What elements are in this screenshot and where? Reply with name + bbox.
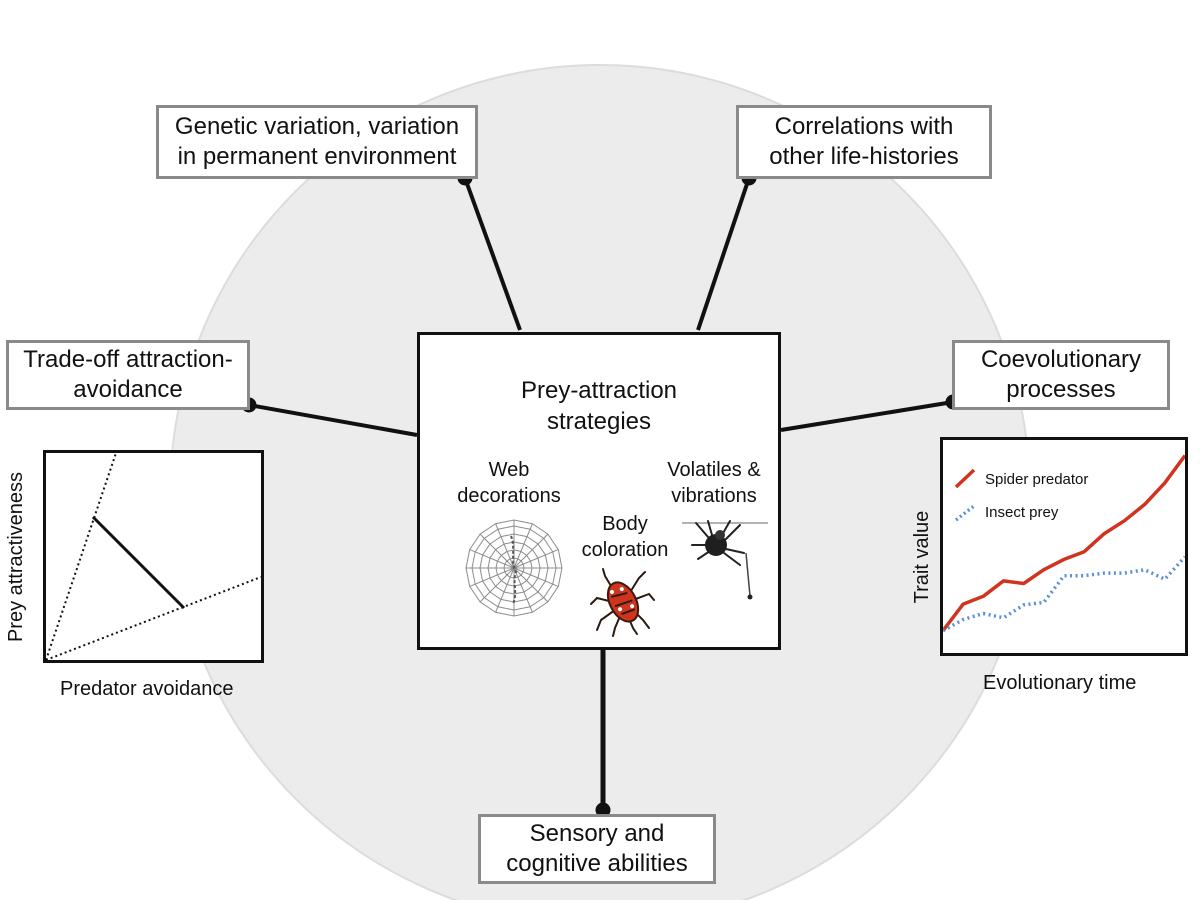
volatiles-label-line1: Volatiles & — [667, 459, 761, 481]
web-ring — [487, 541, 541, 595]
web-spoke — [469, 567, 515, 587]
legend-swatch-spider — [954, 468, 976, 489]
box-coevolution-line2: processes — [1006, 376, 1116, 403]
body-label-line2: coloration — [581, 539, 669, 561]
web-label-line2: decorations — [457, 485, 561, 507]
central-title-line2: strategies — [546, 408, 652, 435]
web-spoke — [513, 523, 533, 569]
box-genetic-variation: Genetic variation, variation in permanent… — [156, 105, 478, 179]
web-spoke — [479, 567, 515, 603]
orange-spider-icon — [590, 568, 655, 637]
legend-swatch-insect — [954, 504, 976, 522]
tradeoff-xlabel: Predator avoidance — [60, 678, 234, 700]
web-spoke — [513, 533, 549, 569]
legend-label-spider: Spider predator — [985, 471, 1088, 488]
web-ring — [465, 519, 563, 617]
web-spoke — [513, 567, 549, 603]
hanging-spider-icon — [682, 520, 768, 600]
central-title-line1: Prey-attraction — [520, 377, 678, 404]
box-tradeoff: Trade-off attraction-avoidance — [6, 340, 250, 410]
volatiles-label: Volatiles & vibrations — [656, 457, 772, 509]
box-coevolution-line1: Coevolutionary — [980, 346, 1142, 373]
box-correlations-line1: Correlations with — [774, 113, 954, 140]
box-sensory-line1: Sensory and — [529, 820, 665, 847]
chart-legend: Spider predator Insect prey — [954, 468, 1088, 522]
web-spoke — [495, 567, 515, 613]
web-spoke — [495, 523, 515, 569]
web-label-line1: Web — [488, 459, 530, 481]
tradeoff-plot-svg — [46, 453, 261, 660]
web-spoke — [513, 567, 559, 587]
box-sensory: Sensory and cognitive abilities — [478, 814, 716, 884]
body-label-line1: Body — [602, 513, 648, 535]
tradeoff-dotted-line-steep — [46, 453, 117, 660]
volatiles-label-line2: vibrations — [671, 485, 757, 507]
body-coloration-label: Body coloration — [568, 511, 682, 563]
spider-web-icon — [465, 519, 563, 617]
legend-label-insect: Insect prey — [985, 504, 1059, 521]
web-ring — [479, 533, 549, 603]
central-box: Prey-attraction strategies Web decoratio… — [417, 332, 781, 650]
tradeoff-dotted-line-shallow — [46, 576, 261, 660]
web-decorations-label: Web decorations — [444, 457, 574, 509]
box-coevolution: Coevolutionary processes — [952, 340, 1170, 410]
series-line-insect-prey — [943, 555, 1185, 633]
box-tradeoff-line1: Trade-off attraction- — [23, 346, 233, 373]
web-spoke — [469, 549, 515, 569]
connector-dot-sensory — [595, 802, 611, 818]
tradeoff-ylabel: Prey attractiveness — [5, 471, 27, 643]
tradeoff-solid-line — [91, 515, 186, 610]
central-title: Prey-attraction strategies — [420, 375, 778, 437]
web-ring — [495, 549, 533, 587]
chart-xlabel: Evolutionary time — [983, 672, 1137, 694]
box-genetic-line1: Genetic variation, variation — [174, 113, 460, 140]
web-spoke — [513, 549, 559, 569]
box-genetic-line2: in permanent environment — [177, 143, 457, 170]
tradeoff-plot-frame — [43, 450, 264, 663]
web-ring — [471, 525, 557, 611]
chart-ylabel: Trait value — [911, 510, 933, 604]
connector-correlations — [696, 177, 751, 331]
series-line-spider-predator — [943, 454, 1185, 632]
box-correlations: Correlations with other life-histories — [736, 105, 992, 179]
coevolution-chart-svg: Spider predator Insect prey — [943, 454, 1185, 633]
connector-coevolution — [780, 400, 954, 432]
box-correlations-line2: other life-histories — [769, 143, 959, 170]
connector-tradeoff — [248, 403, 418, 437]
web-spoke — [513, 567, 533, 613]
box-tradeoff-line2: avoidance — [73, 376, 183, 403]
connector-genetic — [463, 177, 522, 331]
box-sensory-line2: cognitive abilities — [506, 850, 688, 877]
coevolution-chart-frame: Spider predator Insect prey — [940, 437, 1188, 656]
web-spoke — [479, 533, 515, 569]
web-ring — [503, 557, 525, 579]
